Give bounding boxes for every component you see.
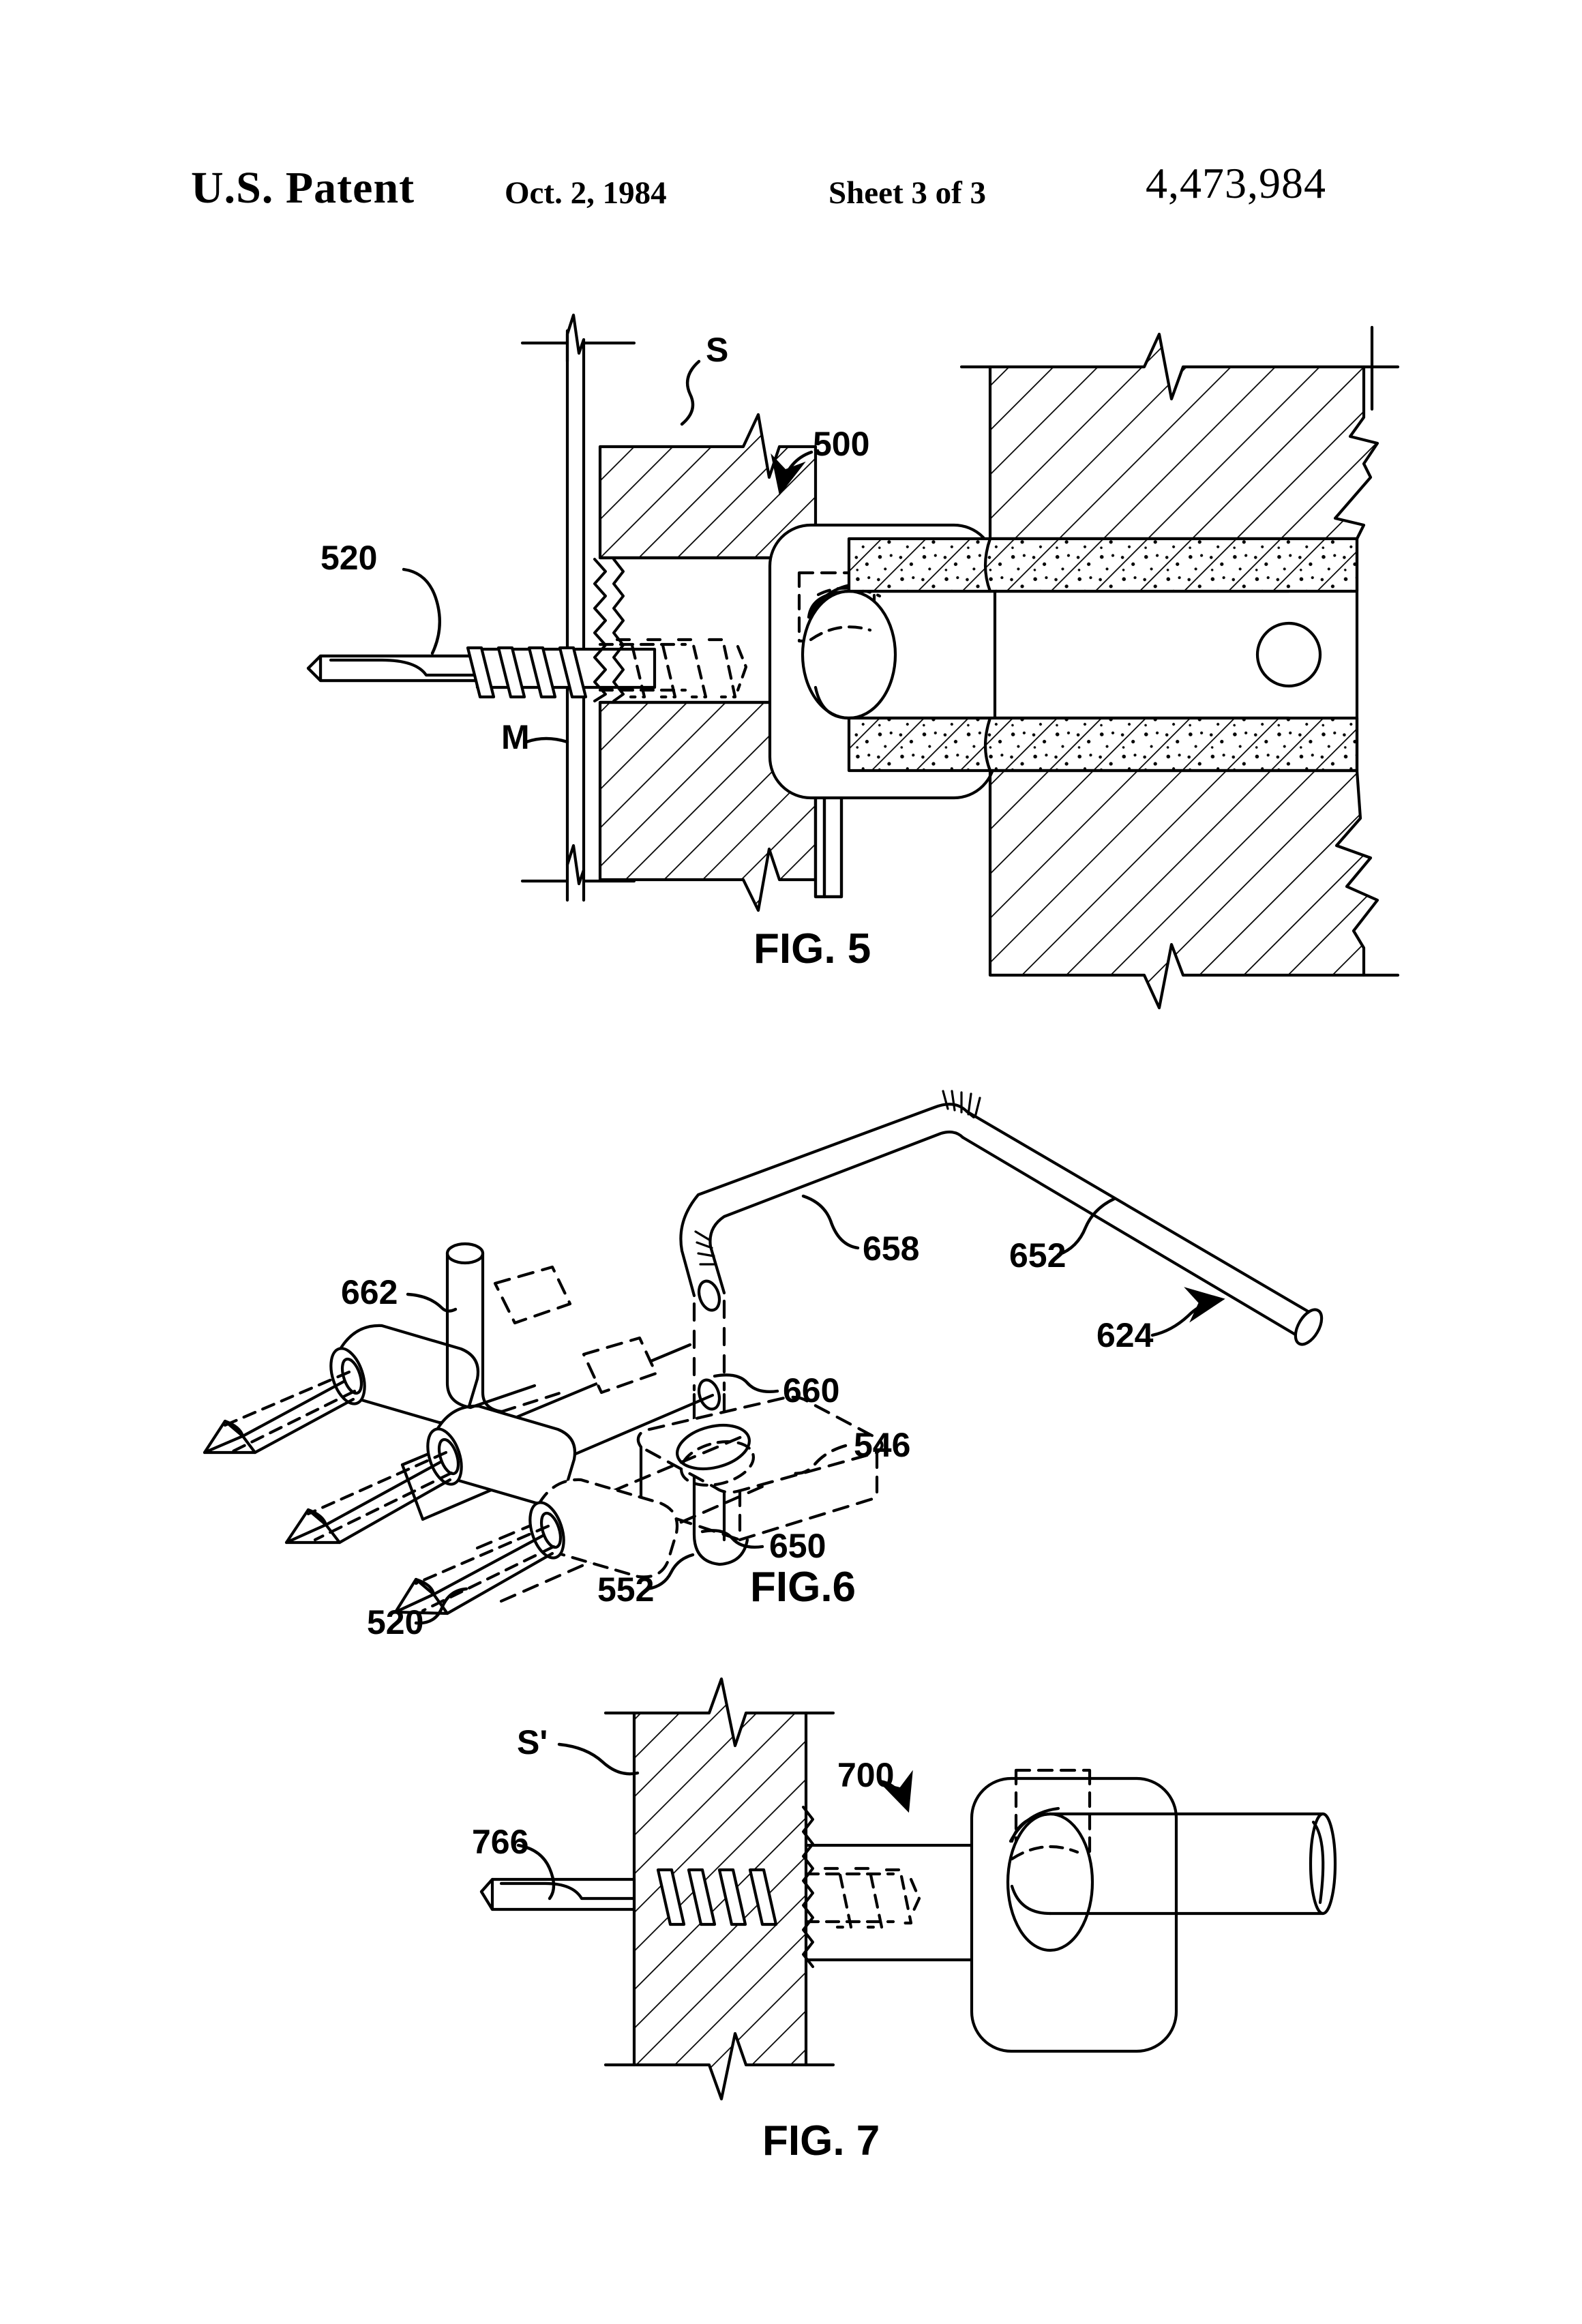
figure-5-caption: FIG. 5 [753, 925, 871, 972]
figure-5-group: S 500 520 M FIG. 5 [306, 313, 1400, 1010]
callout-660: 660 [783, 1371, 839, 1410]
fig6-bent-rod [679, 1090, 1324, 1566]
fig6-leaders [406, 1194, 1225, 1625]
fig7-stud [603, 1677, 835, 2101]
fig5-masonry-upper [959, 325, 1400, 541]
fig6-clip-plate-546 [636, 1395, 884, 1542]
callout-652: 652 [1009, 1236, 1066, 1275]
patent-number: 4,473,984 [1146, 159, 1326, 207]
fig5-masonry-lower [988, 769, 1400, 1010]
callout-700: 700 [837, 1756, 894, 1794]
callout-S-prime: S' [517, 1723, 548, 1761]
fig5-callout-text: S 500 520 M [320, 331, 869, 756]
callout-766: 766 [472, 1823, 528, 1861]
callout-658: 658 [863, 1230, 919, 1268]
fig5-mortar-joint [847, 537, 1359, 773]
callout-520-fig6: 520 [367, 1603, 423, 1641]
callout-650: 650 [769, 1527, 826, 1565]
fig7-leaders [516, 1742, 913, 1901]
fig6-post-662 [445, 1242, 568, 1414]
callout-624: 624 [1096, 1316, 1154, 1354]
fig7-callout-text: S' 700 766 [472, 1723, 894, 1861]
patent-office-title: U.S. Patent [191, 163, 415, 213]
fig6-mount-bar [400, 1265, 764, 1603]
fig5-screw-520 [306, 556, 818, 704]
figure-7-caption: FIG. 7 [762, 2117, 880, 2164]
fig7-screw-766 [479, 1806, 977, 1968]
fig5-screw-threads [466, 646, 588, 699]
figure-6-caption: FIG.6 [750, 1564, 856, 1611]
callout-M: M [501, 718, 530, 756]
fig7-screw-hidden-threads [804, 1866, 921, 1929]
callout-662: 662 [341, 1273, 398, 1311]
callout-S: S [706, 331, 728, 369]
fig5-screw-hidden-threads [598, 638, 748, 699]
patent-date: Oct. 2, 1984 [505, 175, 667, 211]
fig5-leaders [402, 359, 814, 744]
callout-520: 520 [320, 539, 377, 577]
fig6-callout-text: 662 658 652 624 660 546 650 552 520 [341, 1230, 1154, 1641]
fig5-metal-stud-M [520, 313, 636, 902]
callout-500: 500 [813, 425, 869, 463]
callout-552: 552 [597, 1570, 654, 1609]
fig7-bracket-700 [970, 1768, 1337, 2053]
callout-546: 546 [854, 1426, 910, 1464]
sheet-number: Sheet 3 of 3 [829, 175, 987, 211]
fig6-pin-assembly-1 [203, 1324, 480, 1455]
fig6-pin-assembly-3 [393, 1478, 679, 1615]
fig7-screw-threads [656, 1868, 778, 1926]
figure-7-group: S' 700 766 FIG. 7 [472, 1677, 1337, 2164]
figure-6-group: 662 658 652 624 660 546 650 552 520 FIG.… [203, 1090, 1324, 1641]
